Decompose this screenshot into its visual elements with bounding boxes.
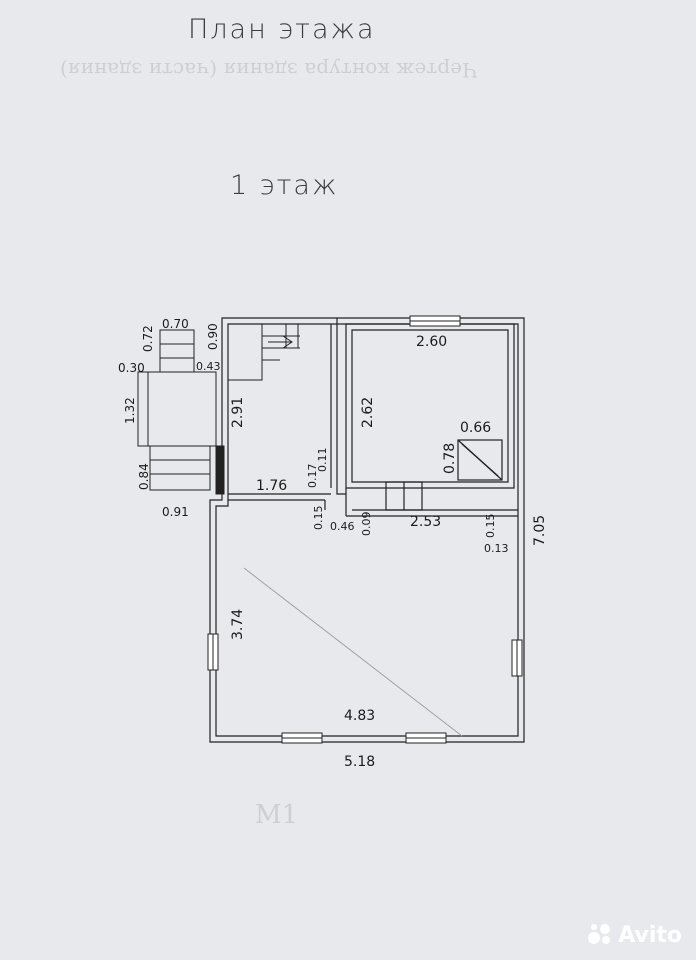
dim-door-offset: 0.46	[330, 520, 355, 533]
stair-arrow-icon	[282, 335, 293, 349]
inner-wall-line	[215, 323, 519, 737]
porch-platform	[137, 371, 217, 447]
dim-main-room-width: 4.83	[344, 708, 375, 724]
dim-overall-height: 7.05	[532, 515, 548, 546]
stair-hall	[228, 318, 346, 510]
dim-lower-steps-width: 0.91	[162, 505, 189, 519]
dim-porch-step-depth: 0.72	[141, 325, 155, 352]
dim-main-room-height: 3.74	[230, 609, 246, 640]
dim-room-bottom-width: 2.53	[410, 514, 441, 530]
dim-room-height: 2.62	[360, 397, 376, 428]
background-mark-bleedthrough: М1	[255, 800, 299, 830]
dim-porch-small-offset: 0.43	[196, 360, 221, 373]
entrance-door	[215, 445, 225, 495]
staircase	[228, 324, 300, 381]
upper-room-inner	[351, 329, 509, 483]
outer-wall-line	[209, 317, 525, 743]
windows	[207, 315, 523, 744]
avito-watermark: Avito	[588, 922, 682, 948]
cut-line	[243, 567, 463, 737]
dim-room-top-width: 2.60	[416, 334, 447, 350]
dim-lower-steps-depth: 0.84	[137, 463, 151, 490]
dim-partition-f: 0.13	[484, 542, 509, 555]
dim-stove-depth: 0.78	[442, 443, 458, 474]
dim-partition-b: 0.17	[306, 464, 319, 489]
outer-walls	[209, 317, 525, 743]
dim-hall-width: 1.76	[256, 478, 287, 494]
floor-title: 1 этаж	[230, 170, 339, 201]
lower-steps	[149, 445, 211, 491]
avito-watermark-text: Avito	[618, 922, 682, 948]
stair-flight	[228, 324, 263, 381]
dim-porch-top-width: 0.70	[162, 317, 189, 331]
dimension-labels: 0.70 0.72 0.90 0.43 0.30 1.32 0.84 0.91 …	[118, 317, 548, 770]
dim-stove-width: 0.66	[460, 420, 491, 436]
dim-partition-d: 0.09	[360, 512, 373, 537]
dim-partition-c: 0.15	[312, 506, 325, 531]
stove-diagonal-inner	[461, 443, 499, 477]
porch	[137, 329, 217, 491]
internal-partition	[345, 481, 518, 517]
dim-porch-side-width: 0.90	[206, 323, 220, 350]
stove-icon	[457, 439, 503, 481]
upper-steps	[159, 329, 195, 373]
dim-porch-left-offset: 0.30	[118, 361, 145, 375]
dim-partition-a: 0.11	[316, 448, 329, 473]
page-title: План этажа	[188, 14, 376, 45]
dim-overall-width: 5.18	[344, 754, 375, 770]
dim-stair-hall-length: 2.91	[230, 397, 246, 428]
avito-logo-icon	[588, 922, 614, 948]
dim-partition-e: 0.15	[484, 514, 497, 539]
hall-partition	[336, 318, 346, 495]
dim-porch-height: 1.32	[123, 397, 137, 424]
